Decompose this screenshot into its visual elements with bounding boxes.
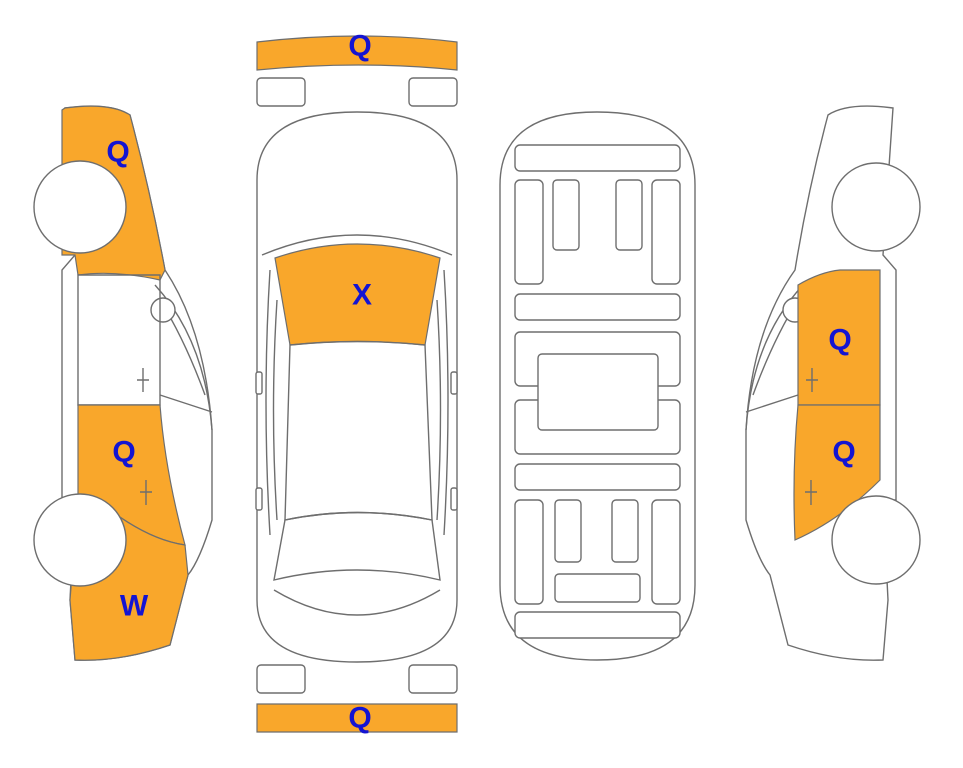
left-rear-wheel <box>33 493 127 587</box>
rear-bumper-label: Q <box>348 702 371 735</box>
left-mirror-side <box>150 297 176 323</box>
underbody-panel <box>552 179 580 251</box>
underbody-panel <box>611 499 639 563</box>
right-mirror <box>450 371 458 395</box>
left-rear-door-handle <box>140 480 152 505</box>
underbody-panel <box>514 293 681 321</box>
left-rear-quarter-label: W <box>120 590 149 623</box>
right-front-door-part[interactable] <box>797 269 881 406</box>
underbody-panel <box>514 499 544 605</box>
right-rear-wheel <box>831 495 921 585</box>
hood-label: X <box>352 279 372 312</box>
left-handle <box>255 487 263 511</box>
underbody-panel <box>651 179 681 285</box>
rear-bumper-part[interactable] <box>256 703 458 733</box>
left-front-fender-label: Q <box>106 136 129 169</box>
front-bumper-label: Q <box>348 30 371 63</box>
rear-bumper-group: Q <box>256 664 458 735</box>
top-view-trunk-line <box>273 589 441 616</box>
right-handle <box>450 487 458 511</box>
underbody-center-panel <box>537 353 659 431</box>
top-view: X <box>255 111 458 663</box>
left-side-view: Q Q W <box>33 105 213 661</box>
front-bumper-group: Q <box>256 30 458 107</box>
left-mirror <box>255 371 263 395</box>
right-rear-door-handle <box>805 480 817 505</box>
top-view-hood-outline <box>261 234 453 256</box>
front-left-light <box>256 77 306 107</box>
left-rear-door-label: Q <box>112 436 135 469</box>
right-front-door-handle <box>806 368 818 392</box>
right-front-door-label: Q <box>828 324 851 357</box>
right-front-wheel <box>831 162 921 252</box>
underbody-panel <box>554 573 641 603</box>
rear-right-light <box>408 664 458 694</box>
right-side-view: Q Q <box>745 105 921 661</box>
underbody-panel <box>514 144 681 172</box>
rear-left-light <box>256 664 306 694</box>
underbody-panel <box>514 179 544 285</box>
underbody-panel <box>514 463 681 491</box>
underbody-panel <box>514 611 681 639</box>
underbody-view <box>499 111 696 661</box>
underbody-panel <box>615 179 643 251</box>
left-front-door-handle <box>137 368 149 392</box>
front-bumper-part[interactable] <box>256 35 458 71</box>
left-front-wheel <box>33 160 127 254</box>
front-right-light <box>408 77 458 107</box>
underbody-panel <box>651 499 681 605</box>
top-view-rear-window <box>273 511 441 581</box>
top-view-left-windows <box>265 269 278 536</box>
underbody-panel <box>554 499 582 563</box>
right-rear-door-part[interactable] <box>793 404 881 541</box>
top-view-right-windows <box>436 269 449 536</box>
right-rear-door-label: Q <box>832 436 855 469</box>
